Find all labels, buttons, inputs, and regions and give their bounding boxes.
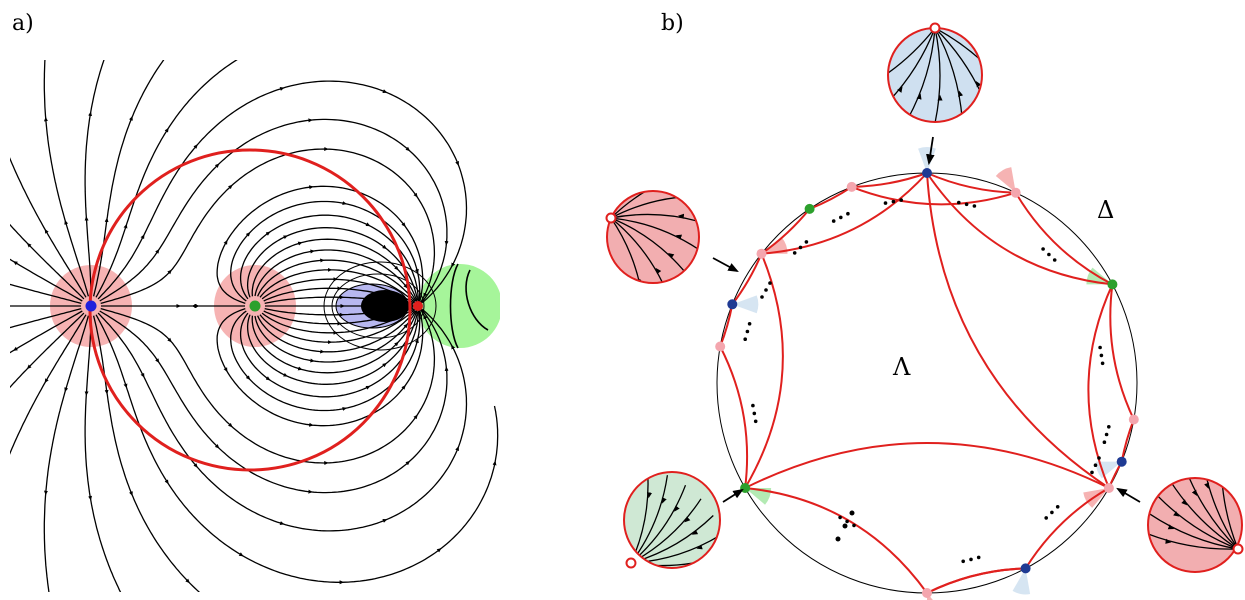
boundary-nodes	[715, 168, 1139, 598]
region-lambda-label: Λ	[892, 353, 911, 381]
red-arcs	[719, 172, 1135, 594]
boundary-node-pink	[922, 588, 932, 598]
boundary-node-green	[804, 203, 815, 214]
saddle-curve-2	[465, 269, 489, 331]
ellipsis-dots	[743, 198, 1111, 564]
node-green-a	[249, 300, 261, 312]
arrow-right	[1116, 487, 1141, 503]
boundary-node-pink	[1128, 414, 1139, 425]
boundary-node-blue	[1020, 563, 1031, 574]
phase-portrait-a	[10, 60, 500, 592]
panel-a-label: a)	[12, 11, 34, 36]
boundary-node-blue	[922, 168, 932, 178]
arrow-left	[712, 257, 739, 273]
boundary-node-blue	[727, 299, 738, 310]
panel-b-label: b)	[661, 11, 684, 36]
boundary-node-pink	[1103, 483, 1114, 493]
boundary-node-pink	[1010, 187, 1021, 198]
boundary-node-pink	[715, 341, 726, 352]
saddle-curve-1	[449, 263, 459, 349]
inset-right	[1147, 477, 1244, 573]
inset-left	[605, 190, 700, 284]
boundary-circle	[716, 172, 1138, 594]
node-blue-a	[85, 300, 97, 312]
node-red-a	[413, 301, 423, 311]
boundary-node-green	[1107, 279, 1118, 290]
inset-bottom	[623, 471, 721, 569]
wedges	[732, 147, 1122, 600]
disk-diagram-b: Λ Δ	[605, 22, 1244, 600]
boundary-node-pink	[756, 248, 767, 259]
boundary-node-green	[740, 483, 751, 493]
saddle-disk-right	[418, 264, 500, 348]
arrow-bottom	[722, 488, 744, 503]
boundary-node-blue	[1116, 456, 1127, 467]
arrow-top	[926, 136, 935, 166]
flow-lines-a	[10, 60, 499, 592]
inset-top	[887, 22, 983, 123]
boundary-node-pink	[846, 181, 857, 192]
region-delta-label: Δ	[1097, 196, 1114, 224]
